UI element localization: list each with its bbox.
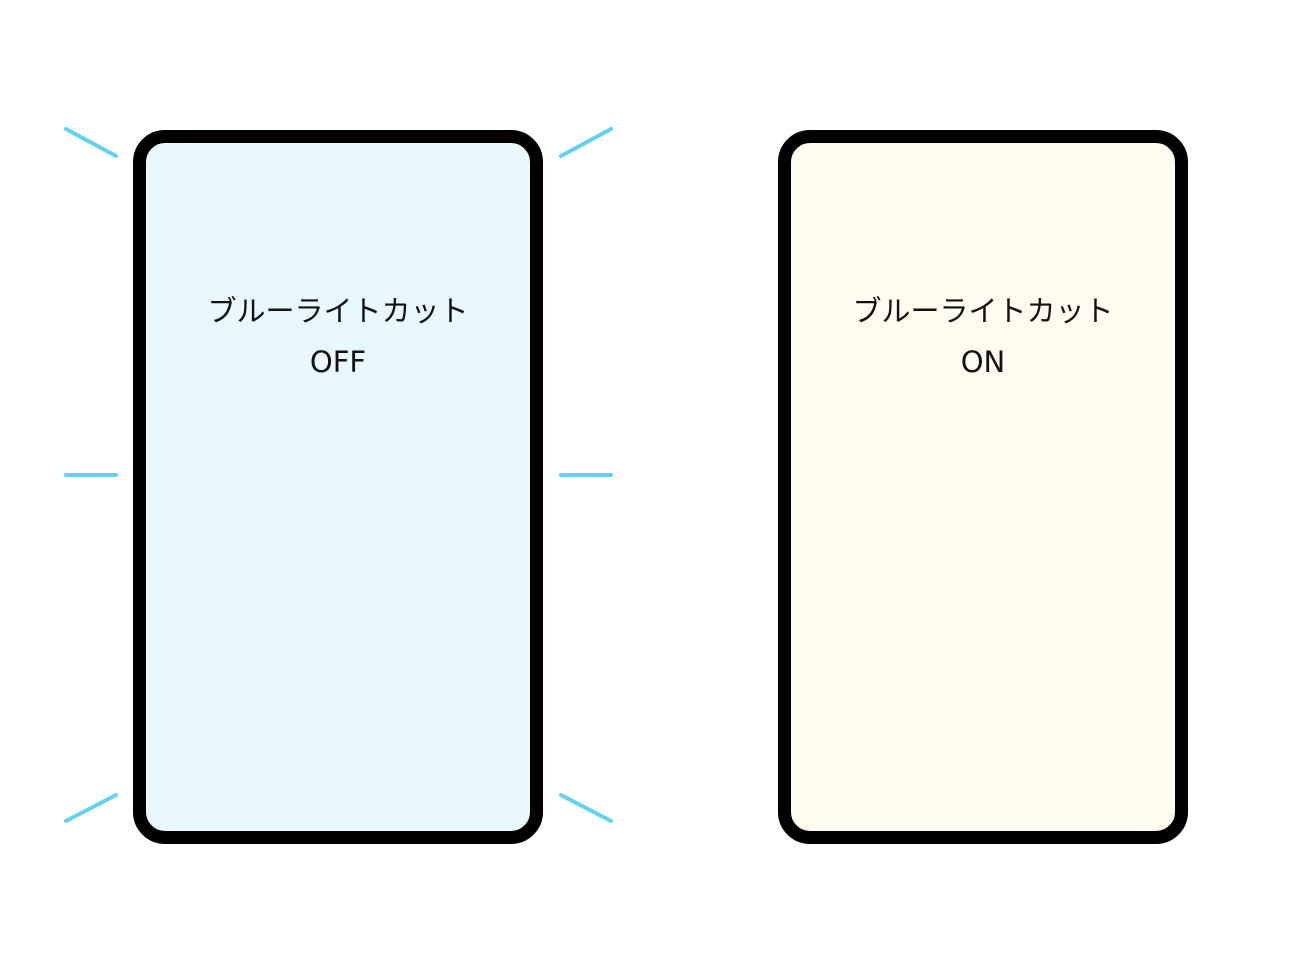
ray-left-top: [64, 127, 118, 158]
ray-right-top: [559, 127, 613, 158]
ray-left-bottom: [64, 793, 118, 823]
panel-title: ブルーライトカット: [852, 294, 1114, 328]
panel-state: ON: [960, 345, 1006, 379]
phone-bluelight-off: ブルーライトカット OFF: [133, 130, 543, 844]
phone-bluelight-on: ブルーライトカット ON: [778, 130, 1188, 844]
panel-title: ブルーライトカット: [207, 294, 469, 328]
ray-right-bottom: [559, 793, 613, 823]
panel-state: OFF: [309, 345, 367, 379]
